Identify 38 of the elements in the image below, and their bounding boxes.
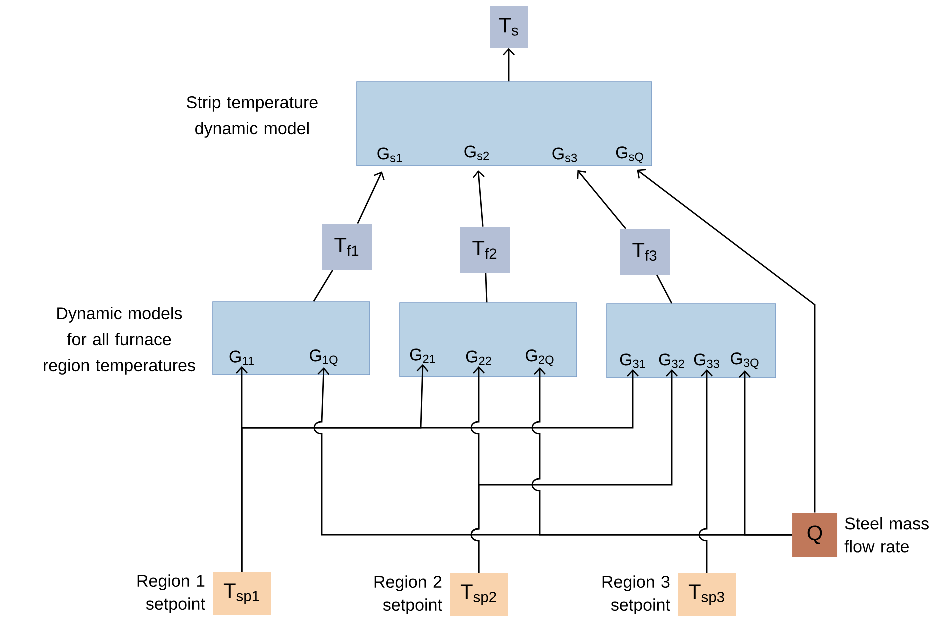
arrow (241, 370, 639, 572)
flow-box: Q (792, 513, 838, 557)
signal-box: T$_{f3}$ (620, 229, 670, 275)
heading: Dynamic models for all furnace region temperatures (44, 307, 196, 375)
setpoint-box: T$_{sp1}$ (213, 572, 271, 616)
input-label: G$_{2Q}$ (526, 350, 554, 366)
heading: Strip temperature dynamic model (187, 96, 318, 138)
setpoint-box: T$_{sp2}$ (450, 574, 508, 616)
input-label: G$_{22}$ (466, 350, 492, 366)
input-label: G$_{1Q}$ (310, 350, 338, 366)
signal-box: T$_{f1}$ (322, 224, 372, 270)
signal-box: T$_{f2}$ (460, 227, 510, 273)
note: Steel mass flow rate (844, 517, 929, 553)
arrow (503, 48, 515, 82)
input-label: G$_{s1}$ (378, 148, 402, 162)
arrow (637, 169, 816, 513)
input-label: G$_{33}$ (694, 354, 720, 368)
input-label: G$_{11}$ (230, 350, 254, 366)
output-box: T$_{s}$ (490, 6, 528, 48)
input-label: G$_{32}$ (659, 354, 684, 368)
input-label: G$_{21}$ (410, 348, 436, 364)
arrow (357, 172, 385, 224)
model-box (400, 302, 578, 378)
note: Region 2 setpoint (374, 576, 442, 614)
arrow (470, 370, 678, 574)
input-label: G$_{sQ}$ (616, 146, 644, 164)
arrow (473, 170, 485, 227)
input-label: G$_{31}$ (620, 354, 646, 368)
input-label: G$_{s3}$ (552, 148, 578, 162)
note: Region 1 setpoint (138, 574, 206, 614)
model-box (606, 304, 776, 378)
arrow (577, 170, 626, 230)
input-label: G$_{s2}$ (464, 146, 490, 160)
note: Region 3 setpoint (602, 576, 670, 614)
arrow (698, 370, 713, 574)
arrow (739, 370, 792, 536)
setpoint-box: T$_{sp3}$ (678, 574, 736, 616)
input-label: G$_{3Q}$ (731, 352, 759, 370)
